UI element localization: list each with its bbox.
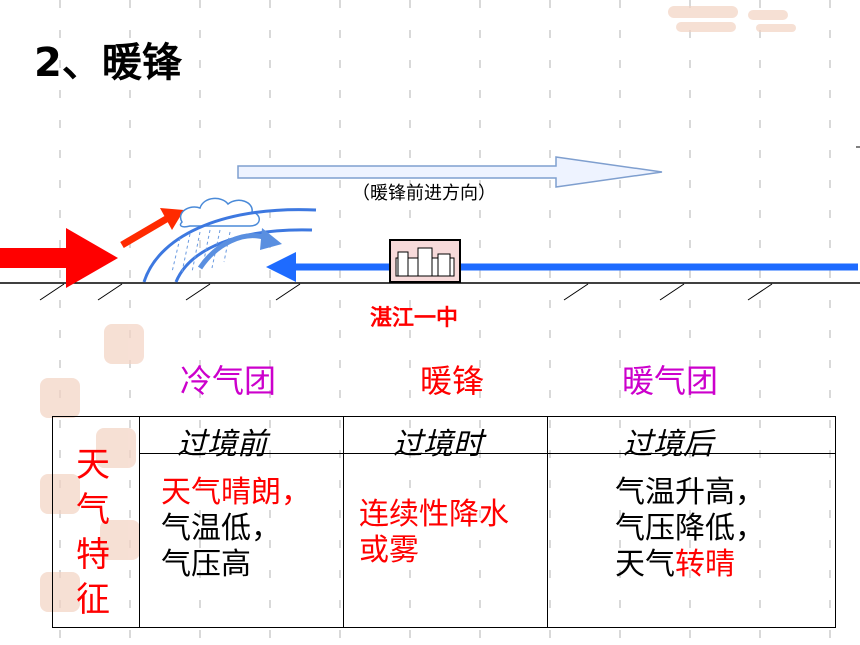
row-header-char: 天 [76, 445, 110, 485]
cell-after-line: 天气转晴 [615, 547, 765, 583]
table-divider [547, 417, 548, 627]
phase-during-header: 过境时 [393, 427, 483, 462]
phase-before-header: 过境前 [177, 427, 267, 462]
table-divider [343, 417, 344, 627]
cell-before-line: 气压高 [161, 547, 251, 582]
phase-after-header: 过境后 [623, 427, 713, 462]
table-divider [139, 417, 140, 627]
station-icon [389, 239, 461, 283]
cloud-icon [179, 197, 260, 228]
cell-after-highlight: 转晴 [675, 547, 735, 582]
slide-title: 2、暖锋 [34, 40, 182, 86]
cold-air-arrow [266, 252, 296, 282]
cell-during-line: 连续性降水 [359, 497, 509, 532]
front-surface-outer [142, 208, 317, 283]
row-header-char: 特 [76, 535, 110, 575]
front-direction-arrow [237, 156, 663, 188]
cold-air-curl-arrow [260, 228, 282, 250]
cell-during-line: 或雾 [359, 533, 419, 568]
warm-air-mass-label: 暖气团 [622, 362, 719, 400]
weather-feature-table: 过境前 过境时 过境后 天 气 特 征 天气晴朗， 气温低， 气压高 连续性降水… [52, 416, 836, 628]
front-direction-label: （暖锋前进方向） [352, 183, 496, 204]
ground-hatching [39, 283, 773, 301]
rain-icon [171, 229, 231, 273]
cell-after: 气温升高， 气压降低， 天气转晴 [615, 475, 765, 583]
table-header-divider [139, 453, 835, 454]
cold-air-mass-label: 冷气团 [180, 362, 277, 400]
rising-warm-air-arrow [160, 208, 184, 230]
cell-before-line: 气温低， [161, 511, 281, 546]
warm-air-arrow [0, 228, 118, 288]
cell-after-text: 天气 [615, 547, 675, 582]
row-header-char: 气 [76, 490, 110, 530]
cell-before-line: 天气晴朗， [161, 475, 311, 510]
cell-after-line: 气温升高， [615, 475, 765, 510]
row-header-weather-features: 天 气 特 征 [63, 443, 123, 623]
warm-front-label: 暖锋 [420, 362, 485, 400]
cell-after-line: 气压降低， [615, 511, 765, 546]
row-header-char: 征 [76, 580, 110, 620]
cell-before: 天气晴朗， 气温低， 气压高 [161, 475, 311, 583]
cell-during: 连续性降水 或雾 [359, 497, 509, 569]
station-label: 湛江一中 [370, 306, 459, 331]
